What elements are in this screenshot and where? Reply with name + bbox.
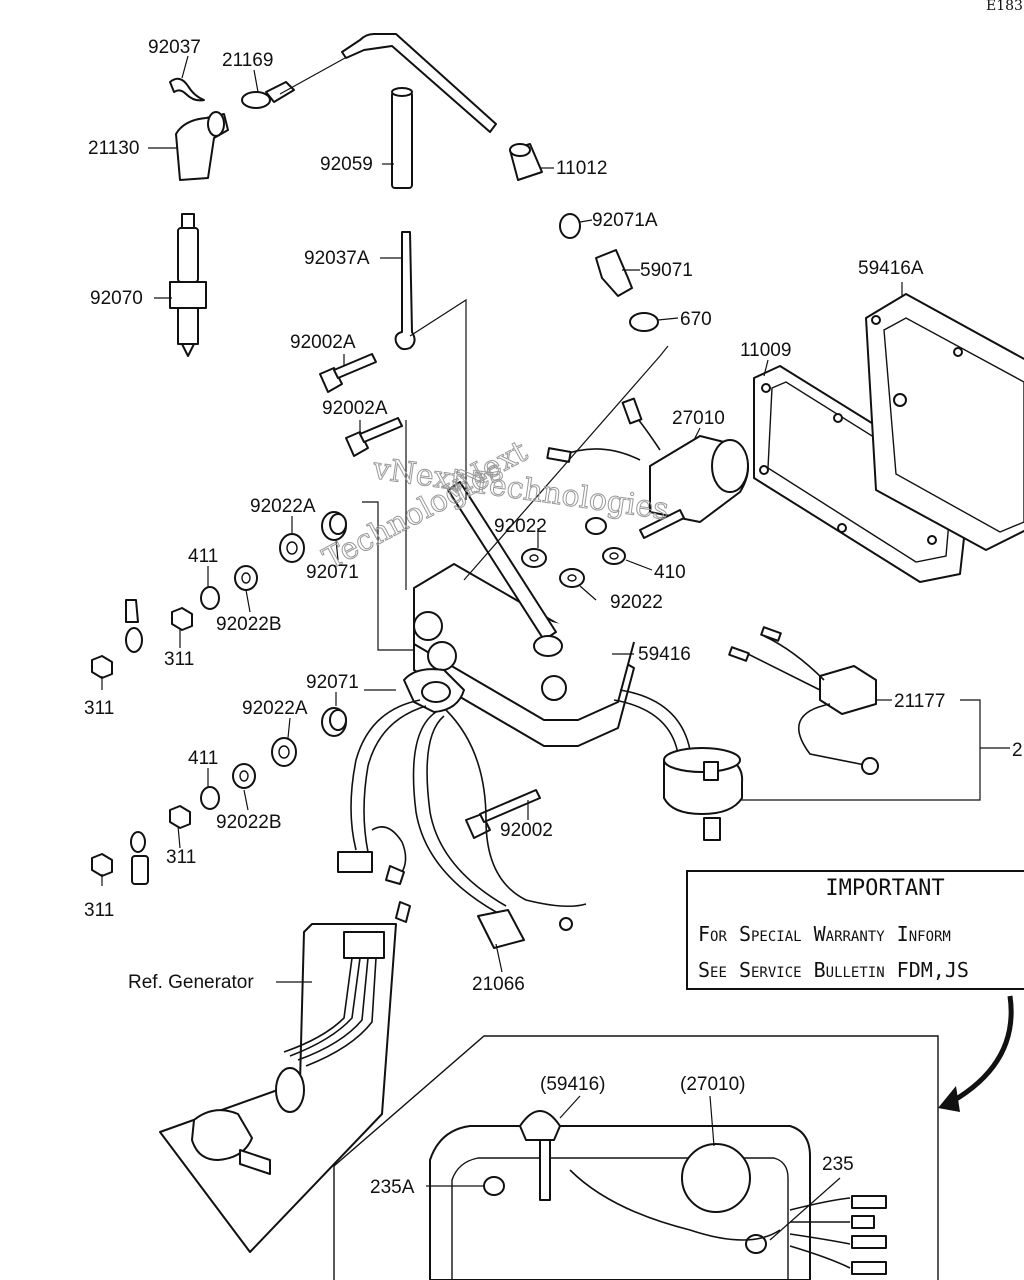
label-92070: 92070 [90,288,143,309]
cover-59416A [865,293,1024,551]
label-21177: 21177 [894,691,945,712]
label-411-lower: 411 [188,748,218,769]
nut-311-upper-a [171,607,193,631]
cap-11012 [509,143,543,181]
label-92037A: 92037A [304,248,370,269]
label-235: 235 [822,1154,854,1175]
label-235A: 235A [370,1177,415,1198]
important-line-1: For Special Warranty Inform [698,922,951,946]
label-27010: 27010 [672,408,725,429]
label-ref-generator: Ref. Generator [128,972,254,993]
inset-detail [333,1035,939,1280]
label-59416-ref: (59416) [540,1074,606,1095]
washer-92022-3 [585,517,607,535]
label-11012: 11012 [556,158,607,179]
label-311-d: 311 [84,900,114,921]
washer-92022-2 [559,568,585,588]
washer-92022B-upper [234,565,258,591]
label-92022B-lower: 92022B [216,812,282,833]
bolt-92002 [465,789,541,839]
collar-92071-upper [321,511,347,541]
label-21066: 21066 [472,974,525,995]
high-tension-cord [279,33,497,133]
label-92022A-upper: 92022A [250,496,316,517]
leader-lines [101,55,1010,973]
washer-92022B-lower [232,763,256,789]
important-line-2: See Service Bulletin FDM,JS [698,958,969,982]
bolt-92002A-upper [319,353,377,393]
label-311-c: 311 [166,847,196,868]
cap-92071A [559,213,581,239]
label-21169: 21169 [222,50,273,71]
tube [391,87,413,189]
label-59071: 59071 [640,260,693,281]
label-11009: 11009 [740,340,791,361]
label-92002: 92002 [500,820,553,841]
label-92022-b: 92022 [610,592,663,613]
label-92071-upper: 92071 [306,562,359,583]
label-92037: 92037 [148,37,201,58]
label-92071-lower: 92071 [306,672,359,693]
label-92022-a: 92022 [494,516,547,537]
bracket-92037A [394,231,416,351]
switch-59071 [595,249,633,297]
starter-relay-27010 [546,397,749,539]
lockwasher-411-upper [200,586,220,610]
label-92071A: 92071A [592,210,658,231]
label-21130: 21130 [88,138,139,159]
bolt-92002A-lower [345,417,403,457]
cdi-unit-21177 [728,626,879,775]
ref-generator-box [159,923,397,1253]
label-2-truncated: 2 [1012,740,1023,761]
label-59416: 59416 [638,644,691,665]
diagram-code: E183 [986,0,1023,14]
part-labels: 92037 21169 21130 92059 11012 92071A 590… [84,37,1023,1198]
pointer-arrow [938,995,1014,1112]
label-92022A-lower: 92022A [242,698,308,719]
nut-311-lower-b [91,853,113,877]
o-ring-670 [629,312,659,332]
washer-410 [602,547,626,565]
spark-plug [169,213,207,357]
grommet-92022A-lower [271,737,297,767]
lockwasher-411-lower [200,786,220,810]
hose-clamp [241,81,295,109]
label-92022B-upper: 92022B [216,614,282,635]
spark-plug-cap [175,111,229,181]
label-27010-ref: (27010) [680,1074,746,1095]
label-92059: 92059 [320,154,373,175]
label-410: 410 [654,562,686,583]
grommet-92022A-upper [279,533,305,563]
important-title: IMPORTANT [825,876,945,901]
electric-case-59416 [403,481,635,747]
label-92002A-lower: 92002A [322,398,388,419]
nut-311-upper-b [91,655,113,679]
label-59416A: 59416A [858,258,924,279]
important-notice: IMPORTANT For Special Warranty Inform Se… [686,870,1024,990]
wiring-harness [337,699,587,949]
washer-92022-1 [521,548,547,568]
terminal-upper [125,599,143,653]
spark-plug-cap-clip [169,77,205,102]
collar-92071-lower [321,707,347,737]
nut-311-lower-a [169,805,191,829]
label-670: 670 [680,309,712,330]
terminal-lower [130,831,149,885]
ignition-coil [613,689,744,841]
label-311-a: 311 [164,649,194,670]
label-92002A-upper: 92002A [290,332,356,353]
label-311-b: 311 [84,698,114,719]
label-411-upper: 411 [188,546,218,567]
